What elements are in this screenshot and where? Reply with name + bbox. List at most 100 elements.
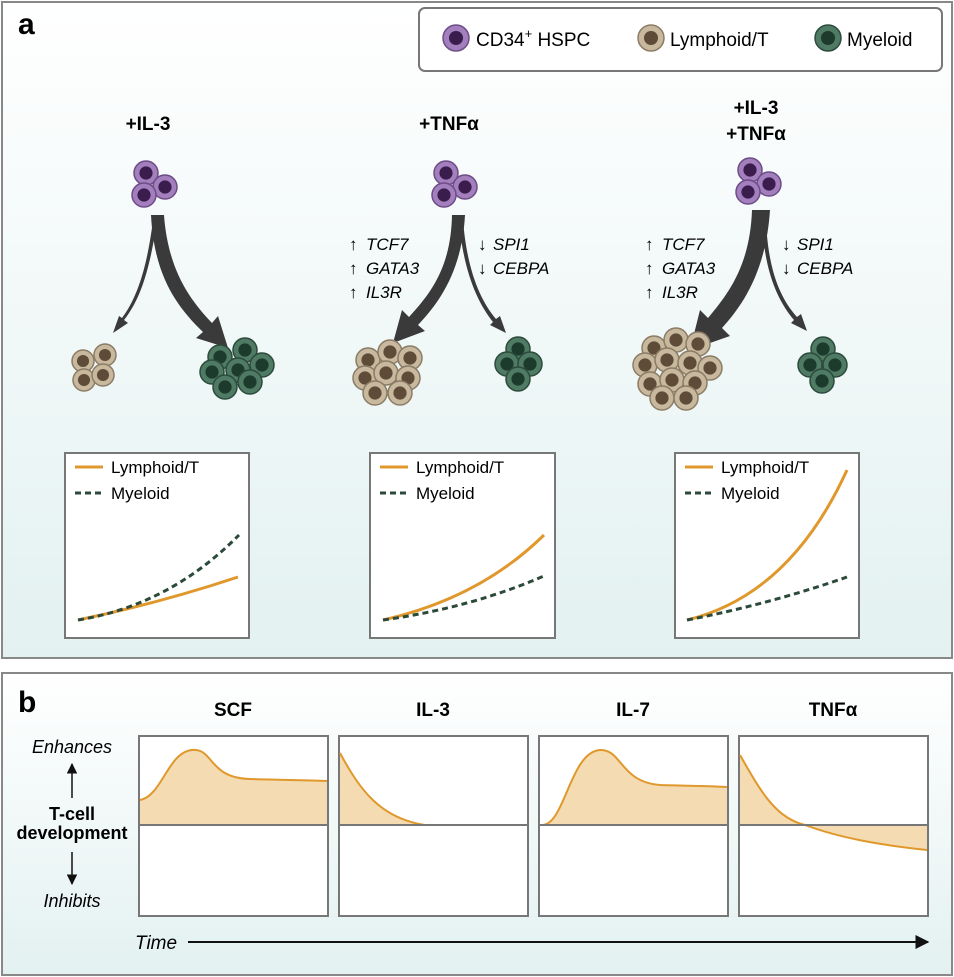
growth-chart-3: Lymphoid/T Myeloid [674, 452, 860, 639]
panel-a-label: a [18, 8, 35, 41]
response-chart-scf [138, 735, 329, 917]
lymphoid-curve [686, 469, 849, 622]
growth-chart-2: Lymphoid/T Myeloid [369, 452, 556, 639]
cell-nucleus [368, 386, 382, 400]
cell-nucleus [98, 348, 112, 362]
cell-nucleus [238, 343, 252, 357]
cell-nucleus [660, 353, 674, 367]
gene-label: TCF7 [366, 235, 409, 254]
cell-nucleus [500, 357, 514, 371]
condition-3-arrows [690, 210, 807, 350]
myeloid-cluster-2 [494, 336, 543, 392]
down-arrow: ↓ [782, 235, 791, 254]
hspc-icon [442, 24, 470, 52]
down-arrow: ↓ [782, 259, 791, 278]
up-arrow: ↑ [645, 235, 654, 254]
cell-nucleus [688, 376, 702, 390]
cell-nucleus [691, 337, 705, 351]
response-chart-il7 [538, 735, 729, 917]
condition-2-genes: ↑ TCF7 ↑ GATA3 ↑ IL3R ↓ SPI1 ↓ CEBPA [349, 235, 549, 302]
cell-nucleus [523, 357, 537, 371]
y-label-enhances: Enhances [32, 737, 112, 757]
cytokine-title-2: IL-3 [416, 700, 450, 721]
myeloid-cluster-1 [199, 337, 275, 400]
cell-nucleus [458, 180, 472, 194]
y-label-inhibits: Inhibits [43, 891, 100, 911]
cell-nucleus [158, 180, 172, 194]
gene-label: GATA3 [662, 259, 716, 278]
up-arrow: ↑ [349, 283, 358, 302]
cell-nucleus [669, 333, 683, 347]
gene-label: CEBPA [493, 259, 549, 278]
condition-3-title-line1: +IL-3 [734, 98, 779, 119]
cell-nucleus [379, 366, 393, 380]
gene-label: TCF7 [662, 235, 705, 254]
condition-2-arrows [393, 215, 506, 343]
cell-nucleus [647, 341, 661, 355]
cell-nucleus [741, 185, 755, 199]
cell-legend: CD34+ HSPC Lymphoid/T Myeloid [418, 7, 943, 72]
y-label-line1: T-cell [49, 804, 95, 824]
up-arrow: ↑ [349, 259, 358, 278]
cell-nucleus [803, 358, 817, 372]
myeloid-icon [814, 24, 842, 52]
up-arrow: ↑ [645, 283, 654, 302]
myeloid-curve [382, 574, 545, 622]
hspc-cluster-2 [431, 160, 478, 208]
cell-nucleus [828, 358, 842, 372]
cell-nucleus [383, 345, 397, 359]
up-arrow: ↑ [349, 235, 358, 254]
cell-nucleus [358, 371, 372, 385]
cell-nucleus [77, 373, 91, 387]
cytokine-title-3: IL-7 [616, 700, 650, 721]
gene-label: SPI1 [797, 235, 834, 254]
condition-3-title-line2: +TNFα [726, 124, 786, 145]
cell-nucleus [703, 361, 717, 375]
cell-nucleus [393, 386, 407, 400]
cell-nucleus [243, 375, 257, 389]
condition-1-arrows [113, 215, 228, 348]
y-label-line2: development [16, 823, 127, 843]
cell-nucleus [638, 358, 652, 372]
cell-nucleus [643, 377, 657, 391]
cell-nucleus [679, 391, 693, 405]
legend-myeloid-label: Myeloid [847, 30, 912, 51]
cell-nucleus [137, 188, 151, 202]
cell-nucleus [76, 354, 90, 368]
lymphoid-icon [637, 24, 665, 52]
legend-lymphoid-label: Lymphoid/T [670, 30, 769, 51]
hspc-cluster-3 [735, 157, 782, 205]
gene-label: IL3R [366, 283, 402, 302]
growth-chart-1: Lymphoid/T Myeloid [64, 452, 250, 639]
hspc-cluster-1 [131, 160, 178, 208]
cell-nucleus [816, 342, 830, 356]
cell-nucleus [403, 351, 417, 365]
lymphoid-curve [382, 533, 546, 622]
cell-nucleus [439, 166, 453, 180]
cell-nucleus [437, 188, 451, 202]
myeloid-curve [77, 533, 241, 622]
gene-label: IL3R [662, 283, 698, 302]
cell-nucleus [743, 163, 757, 177]
down-arrow: ↓ [478, 259, 487, 278]
condition-2-title: +TNFα [419, 114, 479, 135]
chart-legend-myeloid: Myeloid [721, 484, 780, 503]
cell-nucleus [511, 342, 525, 356]
cell-nucleus [139, 166, 153, 180]
panel-b-label: b [18, 686, 36, 719]
cell-nucleus [511, 372, 525, 386]
condition-3-genes: ↑ TCF7 ↑ GATA3 ↑ IL3R ↓ SPI1 ↓ CEBPA [645, 235, 853, 302]
lymphoid-cluster-2 [352, 339, 423, 406]
lymphoid-curve [77, 575, 239, 622]
cell-nucleus [218, 380, 232, 394]
gene-label: SPI1 [493, 235, 530, 254]
gene-label: GATA3 [366, 259, 420, 278]
myeloid-cluster-3 [797, 336, 848, 394]
response-chart-tnfa [738, 735, 929, 917]
response-chart-il3 [338, 735, 529, 917]
gene-label: CEBPA [797, 259, 853, 278]
cell-nucleus [762, 177, 776, 191]
chart-legend-lymphoid: Lymphoid/T [416, 458, 504, 477]
down-arrow: ↓ [478, 235, 487, 254]
cell-nucleus [665, 373, 679, 387]
